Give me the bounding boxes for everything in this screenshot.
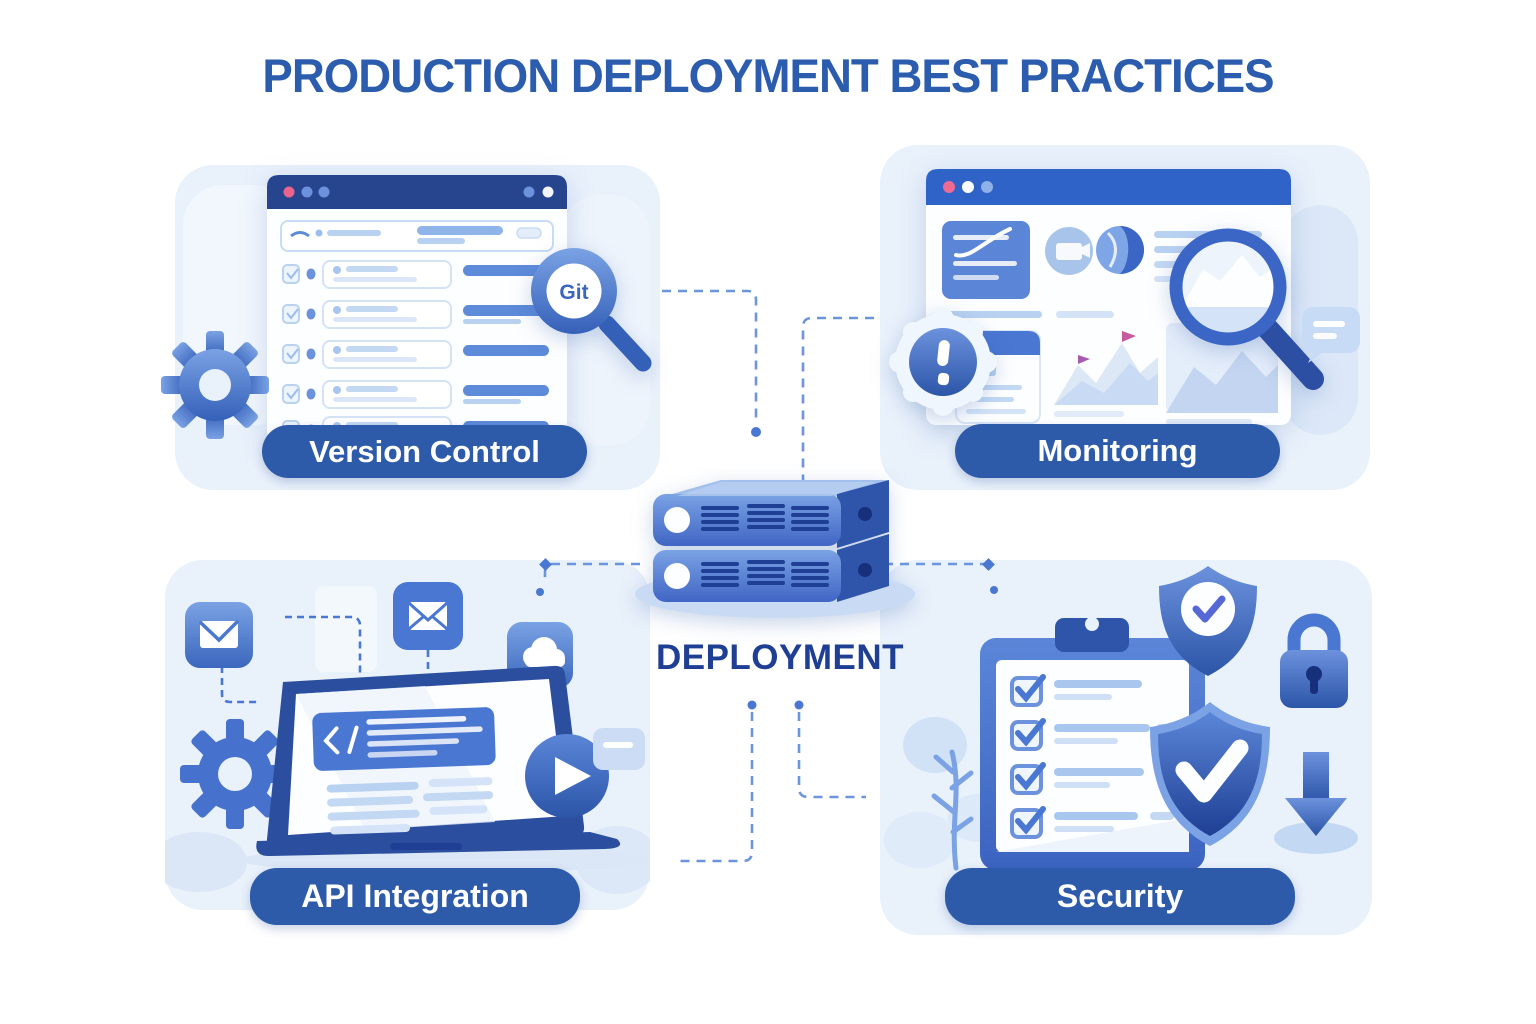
security-illustration [884, 566, 1358, 871]
server-stack-icon [635, 480, 915, 618]
connector-version-control [662, 289, 758, 424]
laptop-code-icon [240, 665, 650, 873]
quadrant-monitoring: Monitoring [880, 145, 1370, 490]
window-dot-blue [981, 181, 993, 193]
api-illustration [165, 582, 650, 894]
flag-pink [1122, 331, 1136, 343]
card-decoration [315, 586, 377, 672]
checklist-row [1010, 762, 1144, 795]
checklist-panel-icon [942, 221, 1030, 299]
quadrant-api-integration: API Integration [165, 560, 650, 925]
download-arrow-icon [1274, 752, 1358, 854]
api-integration-label: API Integration [250, 868, 580, 925]
window-dot-blue [301, 186, 313, 198]
browser-window-icon [267, 175, 567, 441]
browser-window-icon [926, 169, 1291, 425]
monitoring-label: Monitoring [955, 424, 1280, 478]
speech-bubble-icon [593, 728, 645, 770]
padlock-icon [1280, 613, 1348, 708]
globe-icon [1096, 226, 1144, 274]
gear-icon [180, 719, 290, 829]
speech-bubble-icon [1302, 307, 1360, 363]
shield-check-icon [1159, 566, 1257, 676]
window-dot-white [542, 186, 554, 198]
window-dot-pink [283, 186, 295, 198]
version-control-label: Version Control [262, 425, 587, 478]
git-magnifier-icon: Git [531, 248, 652, 372]
window-titlebar [267, 175, 567, 209]
connector-api [678, 712, 754, 863]
window-dot-blue [523, 186, 535, 198]
commit-list-rows [280, 220, 554, 441]
camera-icon [1045, 227, 1093, 275]
window-dot-blue [318, 186, 330, 198]
flag-purple [1078, 355, 1090, 365]
page-title: PRODUCTION DEPLOYMENT BEST PRACTICES [262, 49, 1274, 102]
play-button-icon [525, 734, 609, 818]
envelope-icon [185, 602, 253, 668]
envelope-outline-icon [393, 582, 463, 650]
checklist-row [1010, 674, 1142, 707]
connector-monitoring [801, 316, 874, 486]
alert-badge-icon [889, 308, 997, 416]
checklist-row [1010, 806, 1174, 839]
gear-icon [161, 331, 269, 439]
window-titlebar [926, 169, 1291, 205]
deployment-server [625, 472, 925, 632]
connector-security [797, 712, 866, 799]
checklist-clipboard-icon [980, 617, 1205, 870]
shield-big-check-icon [1150, 702, 1270, 846]
magnifier-chart-icon [1169, 228, 1324, 390]
area-chart [1054, 323, 1278, 425]
quadrant-version-control: Git Version Control [161, 165, 660, 490]
deployment-label: DEPLOYMENT [655, 638, 905, 677]
window-dot-white [962, 181, 974, 193]
tree-branch [884, 717, 1008, 871]
git-label: Git [559, 281, 588, 304]
card-decoration [165, 832, 247, 892]
security-label: Security [945, 868, 1295, 925]
quadrant-security: Security [880, 560, 1372, 935]
window-dot-pink [943, 181, 955, 193]
